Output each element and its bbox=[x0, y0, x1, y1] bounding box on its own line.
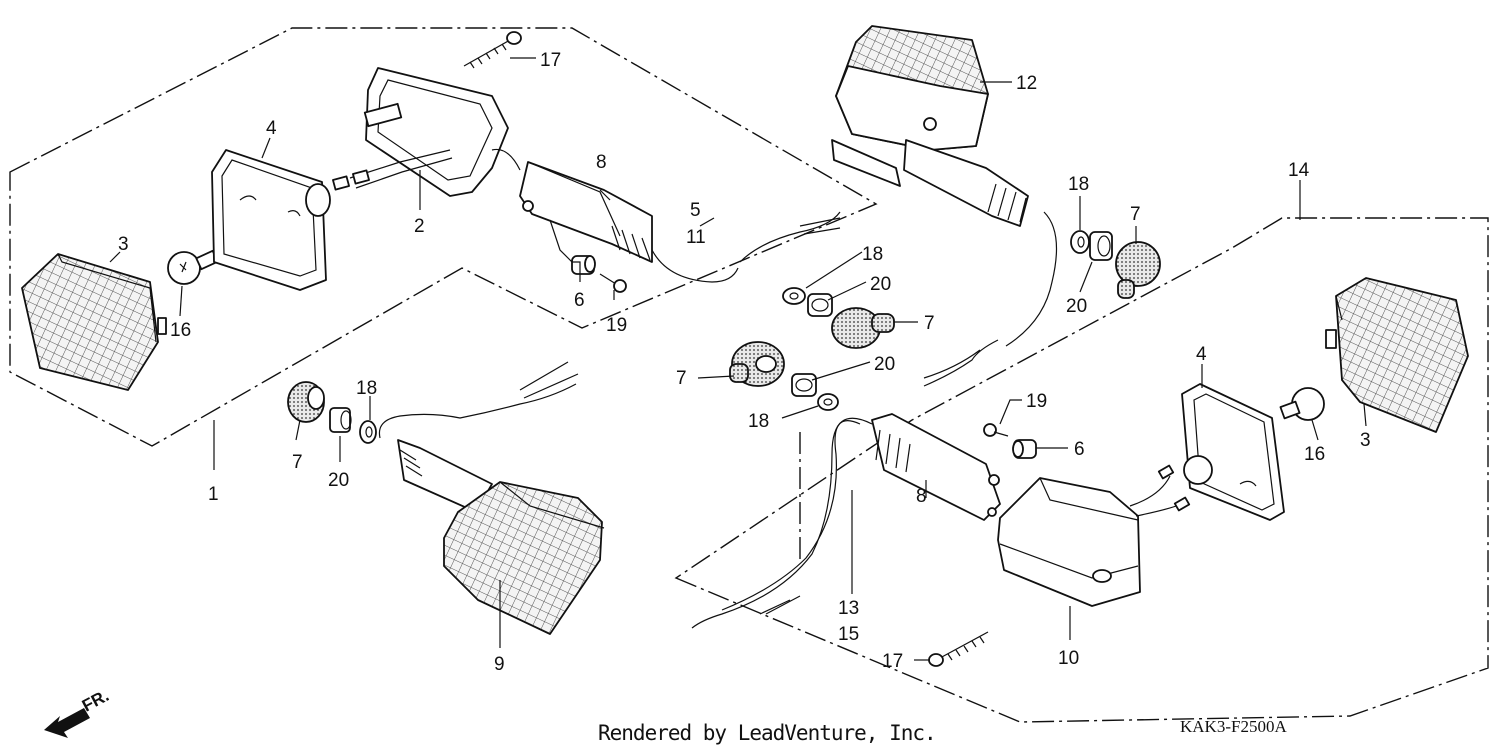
callout-15: 15 bbox=[838, 624, 859, 645]
screw-17-bottom bbox=[928, 631, 989, 667]
callout-20-front-left: 20 bbox=[328, 470, 349, 491]
bulb-left bbox=[167, 249, 219, 285]
group-1-outline bbox=[9, 27, 878, 447]
callout-13: 13 bbox=[838, 598, 859, 619]
callout-7-right-upper: 7 bbox=[1130, 204, 1141, 225]
callout-18-center-upper: 18 bbox=[862, 244, 883, 265]
callout-7-center-lower: 7 bbox=[676, 368, 687, 389]
bracket-left bbox=[332, 67, 521, 197]
nut-20-center-lower bbox=[791, 373, 817, 397]
screw-17-top bbox=[463, 31, 522, 69]
washer-18-center-lower bbox=[817, 393, 839, 411]
callout-4-right: 4 bbox=[1196, 344, 1207, 365]
callout-8-right: 8 bbox=[916, 486, 927, 507]
bulb-right bbox=[1279, 387, 1325, 421]
callout-1: 1 bbox=[208, 484, 219, 505]
callout-2: 2 bbox=[414, 216, 425, 237]
callout-14: 14 bbox=[1288, 160, 1310, 181]
callout-18-center-lower: 18 bbox=[748, 411, 769, 432]
callout-5: 5 bbox=[690, 200, 701, 221]
callout-18-front-left: 18 bbox=[356, 378, 377, 399]
credit-text: Rendered by LeadVenture, Inc. bbox=[598, 721, 936, 745]
callout-19-left: 19 bbox=[606, 315, 627, 336]
grommet-7-center-upper bbox=[831, 307, 895, 349]
callout-17-top: 17 bbox=[540, 50, 561, 71]
callout-19-right: 19 bbox=[1026, 391, 1047, 412]
callout-labels: 1 2 3 3 4 4 5 6 6 7 7 7 7 8 8 9 10 11 12… bbox=[118, 50, 1371, 675]
turn-signal-front-right bbox=[691, 413, 1191, 629]
housing-right bbox=[1181, 383, 1285, 521]
callout-20-right-upper: 20 bbox=[1066, 296, 1087, 317]
nut-20-right-upper bbox=[1089, 231, 1113, 261]
callout-4-left: 4 bbox=[266, 118, 277, 139]
callout-10: 10 bbox=[1058, 648, 1079, 669]
callout-20-center-lower: 20 bbox=[874, 354, 895, 375]
screw-19-left bbox=[599, 273, 627, 293]
callout-9: 9 bbox=[494, 654, 505, 675]
callout-6-right: 6 bbox=[1074, 439, 1085, 460]
nut-20-center-upper bbox=[807, 293, 833, 317]
grommet-7-right-upper bbox=[1115, 241, 1161, 299]
front-arrow-icon bbox=[44, 708, 90, 738]
callout-11: 11 bbox=[686, 227, 706, 248]
callout-18-right-upper: 18 bbox=[1068, 174, 1089, 195]
grommet-7-front-left bbox=[287, 381, 325, 423]
callout-16-right: 16 bbox=[1304, 444, 1325, 465]
callout-8-left: 8 bbox=[596, 152, 607, 173]
callout-3-right: 3 bbox=[1360, 430, 1371, 451]
turn-signal-rear-right bbox=[831, 25, 1058, 387]
turn-signal-front-left bbox=[378, 361, 605, 635]
diagram-code: KAK3-F2500A bbox=[1180, 717, 1287, 736]
stem-left bbox=[519, 161, 841, 283]
collar-left bbox=[571, 255, 596, 275]
collar-6-right bbox=[1012, 439, 1037, 459]
callout-6-left: 6 bbox=[574, 290, 585, 311]
callout-16-left: 16 bbox=[170, 320, 191, 341]
leader-lines bbox=[109, 57, 1367, 661]
washer-18-front-left bbox=[359, 420, 377, 444]
nut-20-front-left bbox=[329, 407, 352, 433]
front-direction-indicator: FR. bbox=[44, 686, 112, 738]
washer-18-center-upper bbox=[782, 287, 806, 305]
lens-right bbox=[1325, 277, 1469, 433]
screw-19-right bbox=[983, 423, 1009, 437]
washer-18-right-upper bbox=[1070, 230, 1090, 254]
housing-left bbox=[211, 149, 331, 291]
lens-left bbox=[21, 253, 167, 391]
callout-3-left: 3 bbox=[118, 234, 129, 255]
group-14-outline bbox=[674, 217, 1489, 723]
grommet-7-center-lower bbox=[729, 341, 785, 387]
callout-12: 12 bbox=[1016, 73, 1037, 94]
callout-20-center-upper: 20 bbox=[870, 274, 891, 295]
callout-17-bottom: 17 bbox=[882, 651, 903, 672]
callout-7-front-left: 7 bbox=[292, 452, 303, 473]
callout-7-center-upper: 7 bbox=[924, 313, 935, 334]
